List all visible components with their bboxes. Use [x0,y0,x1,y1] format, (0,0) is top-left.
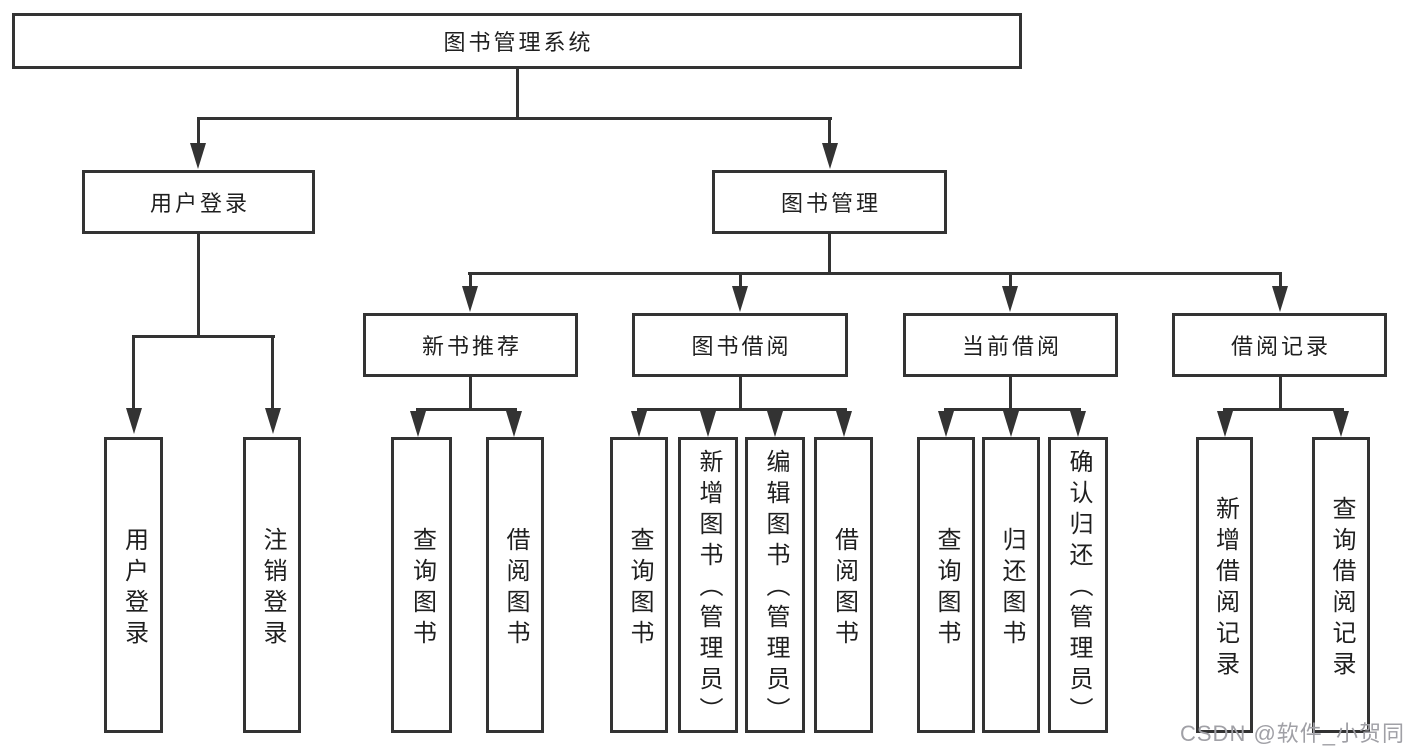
node-root-label: 图书管理系统 [443,30,594,55]
leaf-record-query: 查询借阅记录 [1312,437,1370,733]
arrow-down-icon [1003,411,1019,437]
leaf-current-return: 归还图书 [982,437,1040,733]
leaf-borrowing-edit-label: 编辑图书（管理员） [762,449,789,728]
connector-line [637,408,847,411]
connector-line [1009,377,1012,410]
leaf-record-add-label: 新增借阅记录 [1211,495,1239,682]
leaf-newbook-borrow: 借阅图书 [486,437,544,733]
connector-line [469,377,472,410]
connector-line [516,68,519,119]
node-book-borrowing: 图书借阅 [632,313,848,377]
arrow-down-icon [1272,286,1288,312]
arrow-down-icon [700,411,716,437]
leaf-borrowing-borrow: 借阅图书 [814,437,873,733]
leaf-newbook-query-label: 查询图书 [408,526,436,651]
arrow-down-icon [265,408,281,434]
arrow-down-icon [126,408,142,434]
node-book-borrowing-label: 图书借阅 [691,334,792,359]
connector-line [1279,272,1282,288]
connector-line [197,234,200,337]
leaf-current-query: 查询图书 [917,437,975,733]
node-new-book-recommend: 新书推荐 [363,313,578,377]
node-book-management: 图书管理 [712,170,947,234]
connector-line [1223,408,1344,411]
leaf-logout-label: 注销登录 [259,526,286,651]
leaf-borrowing-query-label: 查询图书 [626,526,653,651]
leaf-current-confirm-return-label: 确认归还（管理员） [1065,449,1092,728]
connector-line [828,234,831,274]
arrow-down-icon [732,286,748,312]
connector-line [271,335,274,410]
node-user-login-label: 用户登录 [149,191,250,216]
leaf-current-confirm-return: 确认归还（管理员） [1048,437,1108,733]
leaf-borrowing-add: 新增图书（管理员） [678,437,738,733]
leaf-record-query-label: 查询借阅记录 [1328,495,1355,682]
connector-line [132,335,135,410]
node-borrowing-records: 借阅记录 [1172,313,1387,377]
csdn-watermark: CSDN @软件_小贺同学 [1180,721,1405,746]
node-new-book-recommend-label: 新书推荐 [421,334,522,359]
arrow-down-icon [836,411,852,437]
connector-line [197,117,832,120]
arrow-down-icon [938,411,954,437]
leaf-newbook-borrow-label: 借阅图书 [502,526,529,651]
arrow-down-icon [1217,411,1233,437]
node-root: 图书管理系统 [12,13,1022,69]
arrow-down-icon [631,411,647,437]
connector-line [132,335,275,338]
arrow-down-icon [1002,286,1018,312]
leaf-borrowing-edit: 编辑图书（管理员） [745,437,805,733]
leaf-current-query-label: 查询图书 [933,526,960,651]
leaf-borrowing-borrow-label: 借阅图书 [830,526,858,651]
node-current-borrowing: 当前借阅 [903,313,1118,377]
connector-line [1009,272,1012,288]
connector-line [416,408,517,411]
connector-line [739,377,742,410]
arrow-down-icon [822,143,838,169]
leaf-record-add: 新增借阅记录 [1196,437,1253,733]
leaf-current-return-label: 归还图书 [998,526,1025,651]
leaf-borrowing-add-label: 新增图书（管理员） [695,449,722,728]
node-current-borrowing-label: 当前借阅 [961,334,1062,359]
leaf-user-login: 用户登录 [104,437,163,733]
arrow-down-icon [462,286,478,312]
arrow-down-icon [1333,411,1349,437]
leaf-newbook-query: 查询图书 [391,437,452,733]
leaf-logout: 注销登录 [243,437,301,733]
connector-line [739,272,742,288]
connector-line [828,117,831,145]
node-book-management-label: 图书管理 [780,191,881,216]
leaf-borrowing-query: 查询图书 [610,437,668,733]
connector-line [1279,377,1282,410]
arrow-down-icon [767,411,783,437]
arrow-down-icon [506,411,522,437]
arrow-down-icon [1070,411,1086,437]
arrow-down-icon [410,411,426,437]
node-borrowing-records-label: 借阅记录 [1230,334,1331,359]
arrow-down-icon [190,143,206,169]
connector-line [944,408,1081,411]
node-user-login: 用户登录 [82,170,315,234]
connector-line [197,117,200,145]
connector-line [468,272,1282,275]
connector-line [469,272,472,288]
leaf-user-login-label: 用户登录 [120,526,148,651]
